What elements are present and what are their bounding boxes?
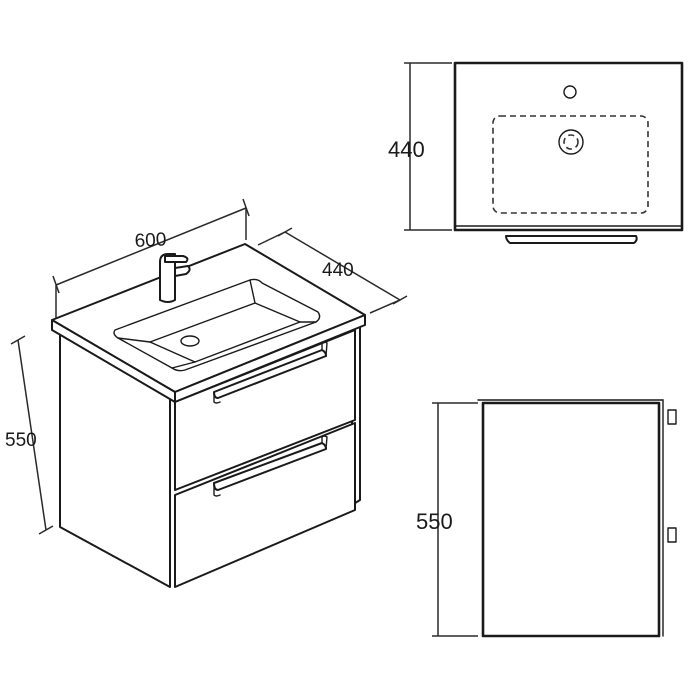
top-depth-label: 440 (388, 137, 425, 162)
side-view: 550 (416, 399, 677, 638)
dim-top-depth (404, 62, 452, 231)
side-upper-handle-icon (667, 409, 677, 425)
basin-bowl-walls (117, 279, 317, 369)
side-height-label: 550 (416, 509, 453, 534)
lower-drawer-front (174, 422, 356, 588)
tap-hole-icon (563, 85, 577, 99)
side-lower-handle-icon (667, 527, 677, 543)
dim-iso-width (52, 198, 250, 318)
dim-side-height (432, 402, 478, 637)
top-view-bowl-outline (492, 115, 649, 214)
dim-iso-height (10, 335, 54, 535)
upper-handle-legs (213, 341, 328, 404)
iso-height-label: 550 (5, 430, 37, 451)
basin-front-edge-right (174, 314, 366, 403)
top-drain-icon (558, 129, 584, 155)
isometric-view: 600 440 550 (5, 198, 408, 588)
top-view: 440 (388, 61, 684, 244)
top-drain-inner-icon (563, 134, 579, 150)
side-view-outline (481, 401, 661, 638)
drain-icon (180, 335, 200, 347)
dim-iso-depth (257, 227, 408, 314)
lower-handle-legs (213, 435, 328, 497)
faucet-icon (159, 253, 191, 303)
iso-depth-label: 440 (322, 260, 354, 281)
upper-drawer-front (174, 329, 356, 491)
iso-width-label: 600 (134, 229, 167, 252)
top-view-handle (505, 235, 638, 244)
